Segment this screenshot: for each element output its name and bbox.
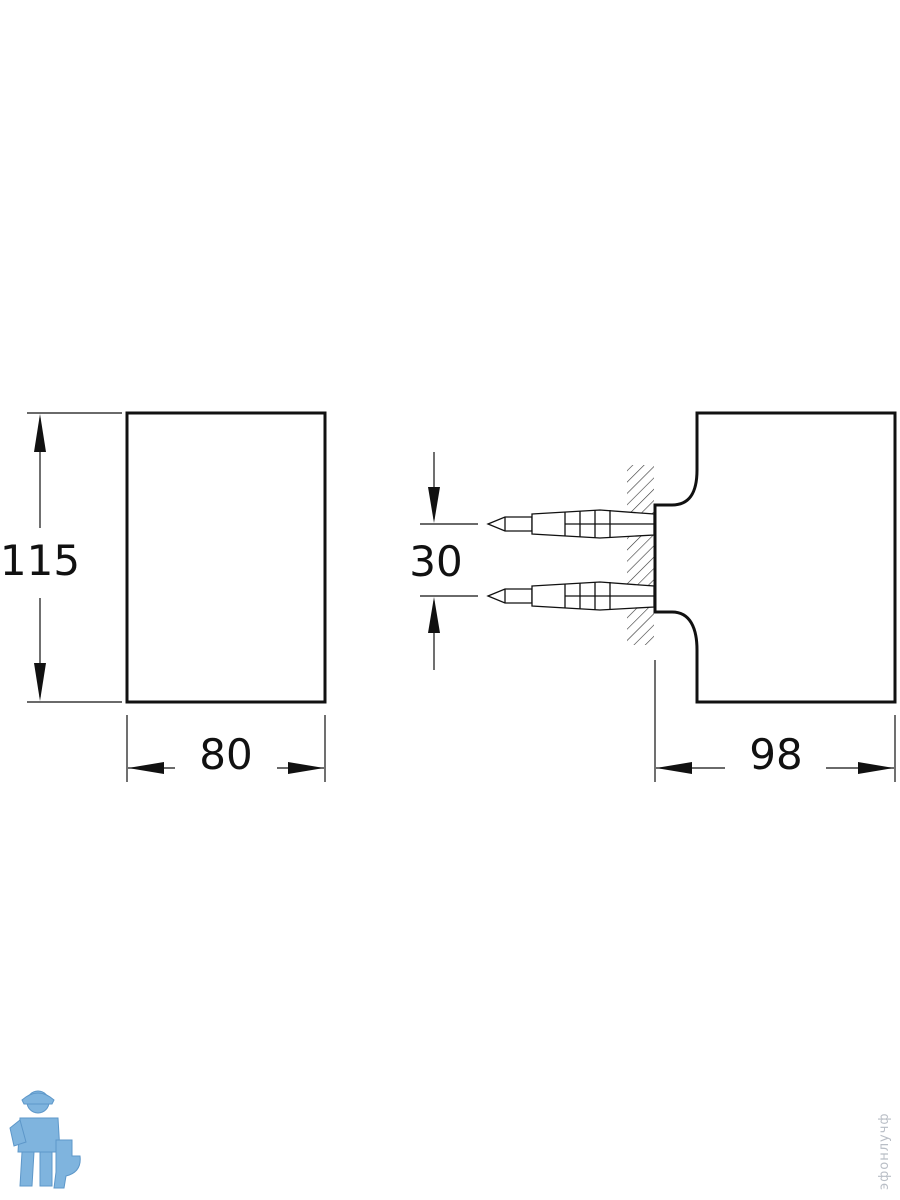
side-view: 30 98 xyxy=(409,411,897,782)
plumber-with-toilet-icon xyxy=(9,1090,81,1189)
height-arrow-bottom xyxy=(34,663,46,701)
height-arrow-top xyxy=(34,414,46,452)
front-view: 115 80 xyxy=(0,411,327,782)
upper-screw-anchor xyxy=(486,509,655,539)
wall-hatch xyxy=(627,465,654,645)
watermark-vertical-text: эфонлучф xyxy=(877,1112,892,1190)
spacing-arrow-top xyxy=(428,487,440,523)
front-view-body xyxy=(125,411,327,704)
width-label: 80 xyxy=(199,730,252,779)
height-label: 115 xyxy=(0,536,80,585)
width-arrow-left xyxy=(128,762,164,774)
width-arrow-right xyxy=(288,762,324,774)
side-view-body xyxy=(653,411,897,704)
fixing-spacing-label: 30 xyxy=(409,537,462,586)
spacing-arrow-bottom xyxy=(428,597,440,633)
depth-arrow-left xyxy=(656,762,692,774)
depth-arrow-right xyxy=(858,762,894,774)
lower-screw-anchor xyxy=(486,581,655,611)
depth-label: 98 xyxy=(749,730,802,779)
